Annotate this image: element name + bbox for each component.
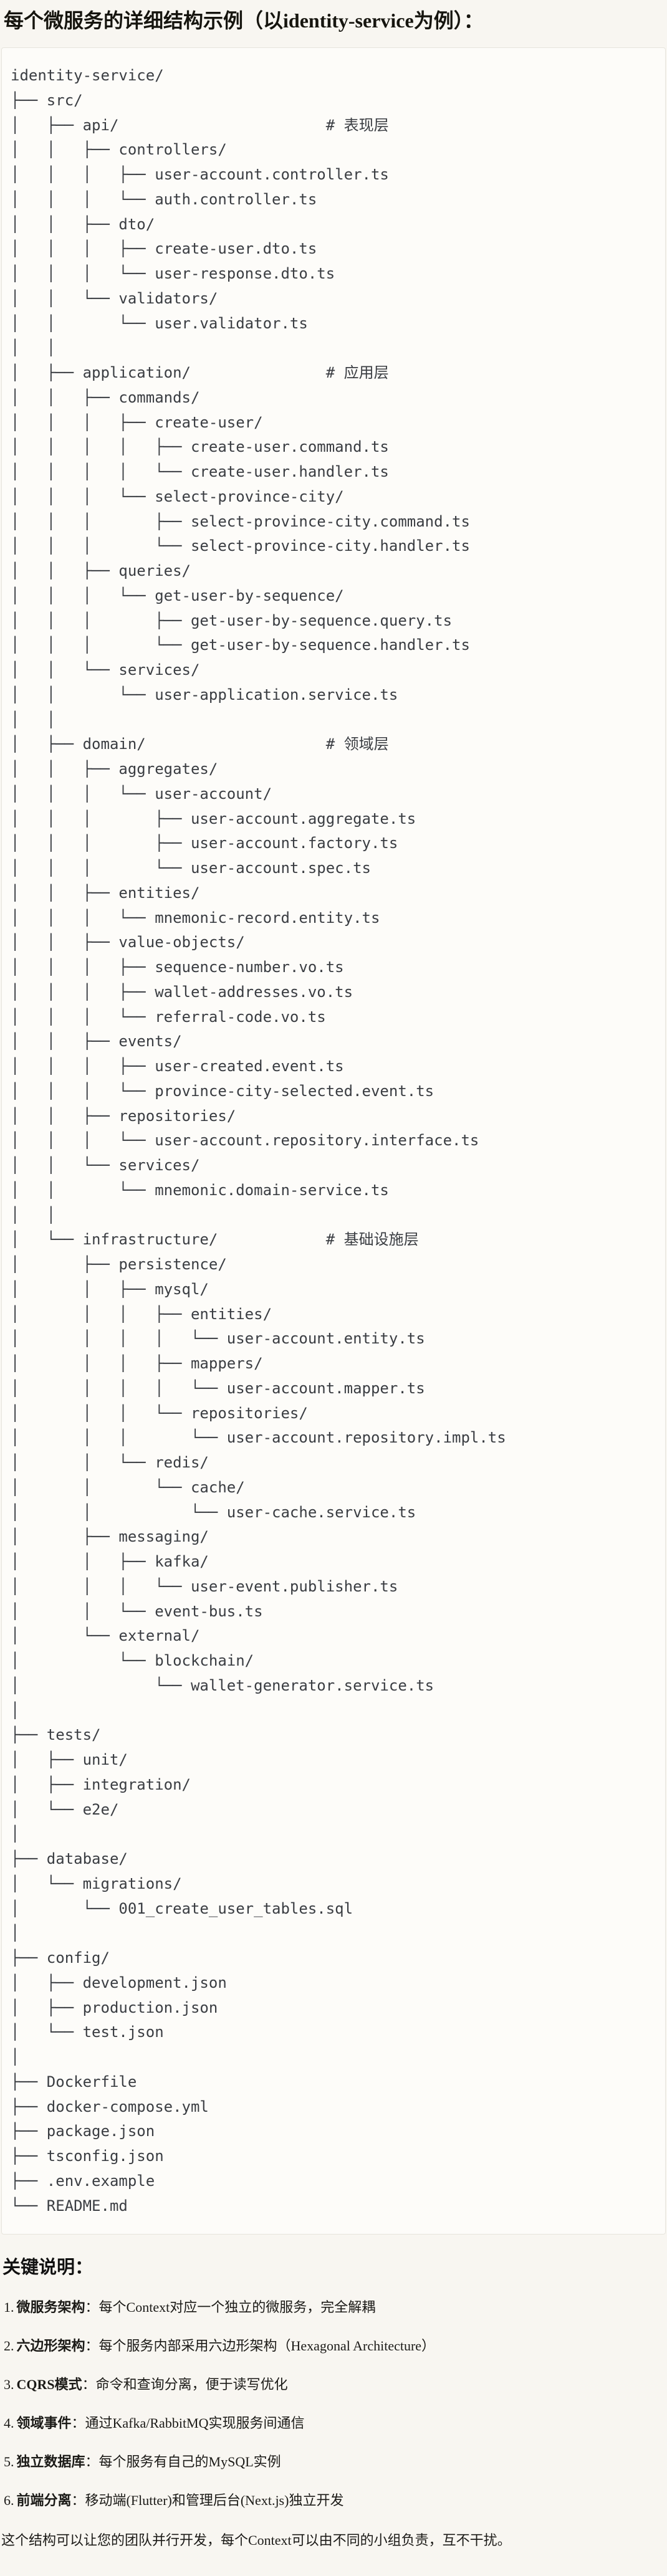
note-text: 移动端(Flutter)和管理后台(Next.js)独立开发 — [85, 2493, 344, 2509]
note-colon: ： — [85, 2338, 99, 2354]
note-number: 1. — [4, 2299, 14, 2316]
note-label: 领域事件 — [16, 2415, 72, 2431]
notes-heading: 关键说明： — [2, 2258, 94, 2278]
note-colon: ： — [71, 2493, 85, 2509]
note-colon: ： — [85, 2299, 99, 2316]
note-number: 6. — [4, 2493, 14, 2509]
note-label: 前端分离 — [16, 2493, 72, 2509]
list-item: 5.独立数据库：每个服务有自己的MySQL实例 — [0, 2453, 667, 2471]
list-item: 4.领域事件：通过Kafka/RabbitMQ实现服务间通信 — [0, 2414, 667, 2433]
note-colon: ： — [82, 2377, 96, 2393]
file-tree: identity-service/ ├── src/ │ ├── api/ # … — [11, 67, 506, 2215]
note-colon: ： — [71, 2415, 85, 2431]
note-number: 5. — [4, 2454, 14, 2470]
note-number: 2. — [4, 2338, 14, 2354]
note-text: 通过Kafka/RabbitMQ实现服务间通信 — [85, 2415, 305, 2431]
list-item: 6.前端分离：移动端(Flutter)和管理后台(Next.js)独立开发 — [0, 2491, 667, 2510]
note-label: 六边形架构 — [16, 2338, 85, 2354]
note-text: 每个Context对应一个独立的微服务，完全解耦 — [98, 2299, 376, 2316]
closing-paragraph: 这个结构可以让您的团队并行开发，每个Context可以由不同的小组负责，互不干扰… — [1, 2532, 511, 2549]
page-title: 每个微服务的详细结构示例（以identity-service为例）： — [4, 9, 484, 32]
note-label: 独立数据库 — [16, 2454, 85, 2470]
list-item: 3.CQRS模式：命令和查询分离，便于读写优化 — [0, 2375, 667, 2394]
note-colon: ： — [85, 2454, 99, 2470]
note-text: 每个服务内部采用六边形架构（Hexagonal Architecture） — [98, 2338, 436, 2354]
note-label: 微服务架构 — [16, 2299, 85, 2316]
note-number: 4. — [4, 2415, 14, 2431]
code-block: identity-service/ ├── src/ │ ├── api/ # … — [1, 47, 666, 2235]
note-label: CQRS模式 — [16, 2377, 82, 2393]
note-text: 每个服务有自己的MySQL实例 — [98, 2454, 281, 2470]
list-item: 1.微服务架构：每个Context对应一个独立的微服务，完全解耦 — [0, 2298, 667, 2317]
note-number: 3. — [4, 2377, 14, 2393]
note-text: 命令和查询分离，便于读写优化 — [95, 2377, 288, 2393]
list-item: 2.六边形架构：每个服务内部采用六边形架构（Hexagonal Architec… — [0, 2337, 667, 2355]
